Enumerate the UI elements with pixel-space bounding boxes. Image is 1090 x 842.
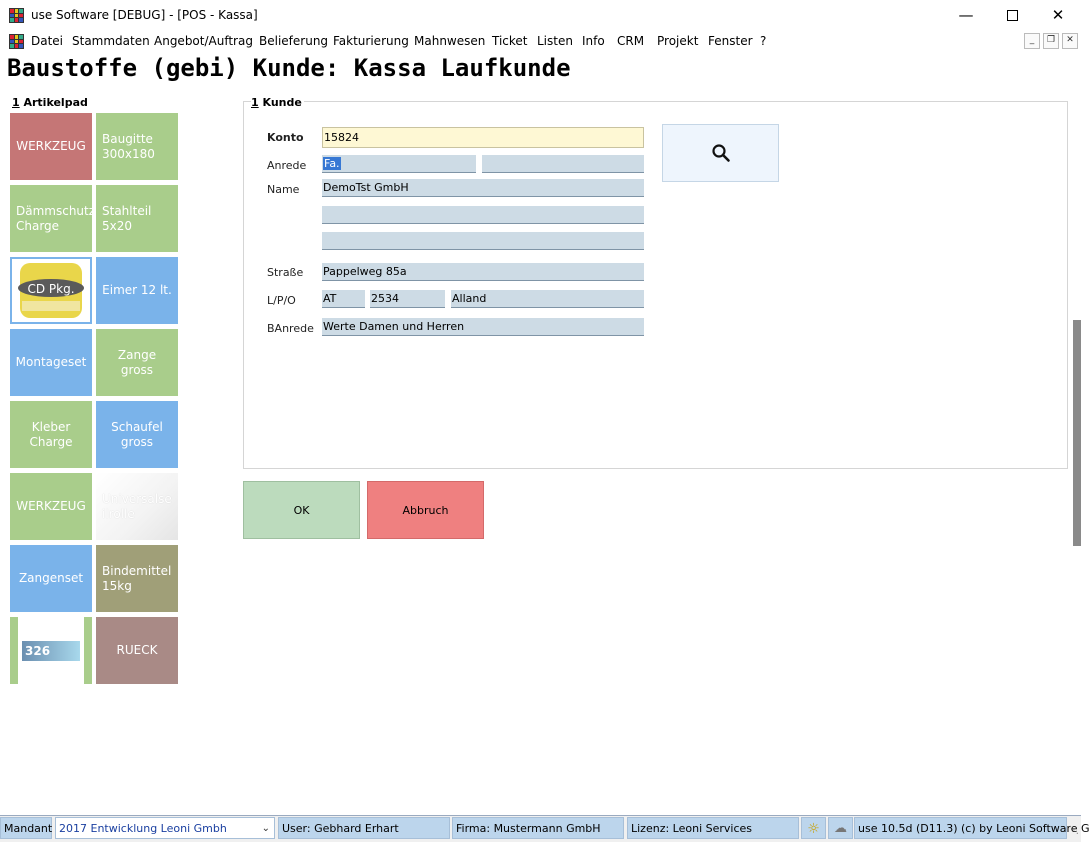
page-title: Baustoffe (gebi) Kunde: Kassa Laufkunde	[7, 54, 571, 82]
app-icon	[9, 8, 24, 23]
tile-cd-pkg[interactable]: CD Pkg.	[10, 257, 92, 324]
name1-field[interactable]: DemoTst GmbH	[322, 179, 644, 197]
abbruch-button[interactable]: Abbruch	[367, 481, 484, 539]
konto-field[interactable]: 15824	[322, 127, 644, 148]
maximize-button[interactable]	[989, 0, 1035, 31]
window-title: use Software [DEBUG] - [POS - Kassa]	[31, 8, 258, 22]
tile-universalseilrolle[interactable]: Universalseilrolle	[96, 473, 178, 540]
menu-ticket[interactable]: Ticket	[492, 34, 528, 48]
mdi-restore-button[interactable]: ❐	[1043, 33, 1059, 49]
tile-zange-gross[interactable]: Zange gross	[96, 329, 178, 396]
tile-kleber-charge[interactable]: Kleber Charge	[10, 401, 92, 468]
mdi-close-button[interactable]: ✕	[1062, 33, 1078, 49]
banrede-label: BAnrede	[267, 322, 314, 335]
tile-rueck[interactable]: RUECK	[96, 617, 178, 684]
land-field[interactable]: AT	[322, 290, 365, 308]
name2-field[interactable]	[322, 206, 644, 224]
status-version: use 10.5d (D11.3) (c) by Leoni Software …	[854, 817, 1090, 839]
cloud-icon[interactable]: ☁	[828, 817, 853, 839]
menu-crm[interactable]: CRM	[617, 34, 645, 48]
menu-help[interactable]: ?	[760, 34, 767, 48]
menu-angebot-auftrag[interactable]: Angebot/Auftrag	[154, 34, 253, 48]
anrede2-field[interactable]	[482, 155, 644, 173]
minimize-button[interactable]: —	[958, 6, 974, 24]
menu-info[interactable]: Info	[582, 34, 605, 48]
ok-button[interactable]: OK	[243, 481, 360, 539]
anrede-field[interactable]: Fa.	[322, 155, 476, 173]
menu-belieferung[interactable]: Belieferung	[259, 34, 329, 48]
resize-grip-icon[interactable]: ⋱	[1069, 825, 1079, 836]
title-bar: use Software [DEBUG] - [POS - Kassa] — ✕	[0, 0, 1081, 31]
mdi-minimize-button[interactable]: _	[1024, 33, 1040, 49]
close-button[interactable]: ✕	[1051, 6, 1065, 24]
menu-bar: Datei Stammdaten Angebot/Auftrag Beliefe…	[0, 31, 1081, 51]
chevron-down-icon: ⌄	[261, 823, 270, 834]
sun-icon[interactable]: ☼	[801, 817, 826, 839]
mandant-select[interactable]: 2017 Entwicklung Leoni Gmbh ⌄	[55, 817, 275, 839]
mandant-label: Mandant	[0, 817, 52, 839]
plz-field[interactable]: 2534	[370, 290, 445, 308]
tile-daemmschutz[interactable]: Dämmschutz Charge	[10, 185, 95, 252]
search-icon	[711, 144, 730, 162]
tile-montageset[interactable]: Montageset	[10, 329, 92, 396]
status-user: User: Gebhard Erhart	[278, 817, 450, 839]
strasse-label: Straße	[267, 266, 304, 279]
konto-label: Konto	[267, 131, 304, 144]
menu-fenster[interactable]: Fenster	[708, 34, 753, 48]
artikelpad-title: 1 Artikelpad	[12, 96, 88, 109]
cd-spindle-image: CD Pkg.	[14, 261, 88, 320]
kunde-panel	[243, 101, 1068, 469]
status-lizenz: Lizenz: Leoni Services	[627, 817, 799, 839]
kunde-title: 1 Kunde	[251, 96, 304, 109]
tile-eimer[interactable]: Eimer 12 lt.	[96, 257, 178, 324]
name-label: Name	[267, 183, 300, 196]
tile-baugitter[interactable]: Baugitte 300x180	[96, 113, 178, 180]
search-button[interactable]	[662, 124, 779, 182]
tile-bindemittel[interactable]: Bindemittel 15kg	[96, 545, 178, 612]
tile-werkzeug[interactable]: WERKZEUG	[10, 113, 92, 180]
status-firma: Firma: Mustermann GmbH	[452, 817, 624, 839]
anrede-label: Anrede	[267, 159, 307, 172]
mdi-app-icon[interactable]	[9, 34, 24, 49]
tile-schaufel-gross[interactable]: Schaufel gross	[96, 401, 178, 468]
ort-field[interactable]: Alland	[451, 290, 644, 308]
menu-datei[interactable]: Datei	[31, 34, 64, 48]
menu-mahnwesen[interactable]: Mahnwesen	[414, 34, 486, 48]
name3-field[interactable]	[322, 232, 644, 250]
menu-listen[interactable]: Listen	[537, 34, 573, 48]
tile-326[interactable]: 326	[10, 617, 92, 684]
banrede-field[interactable]: Werte Damen und Herren	[322, 318, 644, 336]
menu-stammdaten[interactable]: Stammdaten	[72, 34, 150, 48]
scrollbar[interactable]	[1073, 320, 1081, 546]
product-image: 326	[18, 617, 84, 684]
tile-stahlteil[interactable]: Stahlteil 5x20	[96, 185, 178, 252]
menu-fakturierung[interactable]: Fakturierung	[333, 34, 409, 48]
tile-zangenset[interactable]: Zangenset	[10, 545, 92, 612]
menu-projekt[interactable]: Projekt	[657, 34, 699, 48]
strasse-field[interactable]: Pappelweg 85a	[322, 263, 644, 281]
tile-werkzeug-2[interactable]: WERKZEUG	[10, 473, 92, 540]
lpo-label: L/P/O	[267, 294, 296, 307]
